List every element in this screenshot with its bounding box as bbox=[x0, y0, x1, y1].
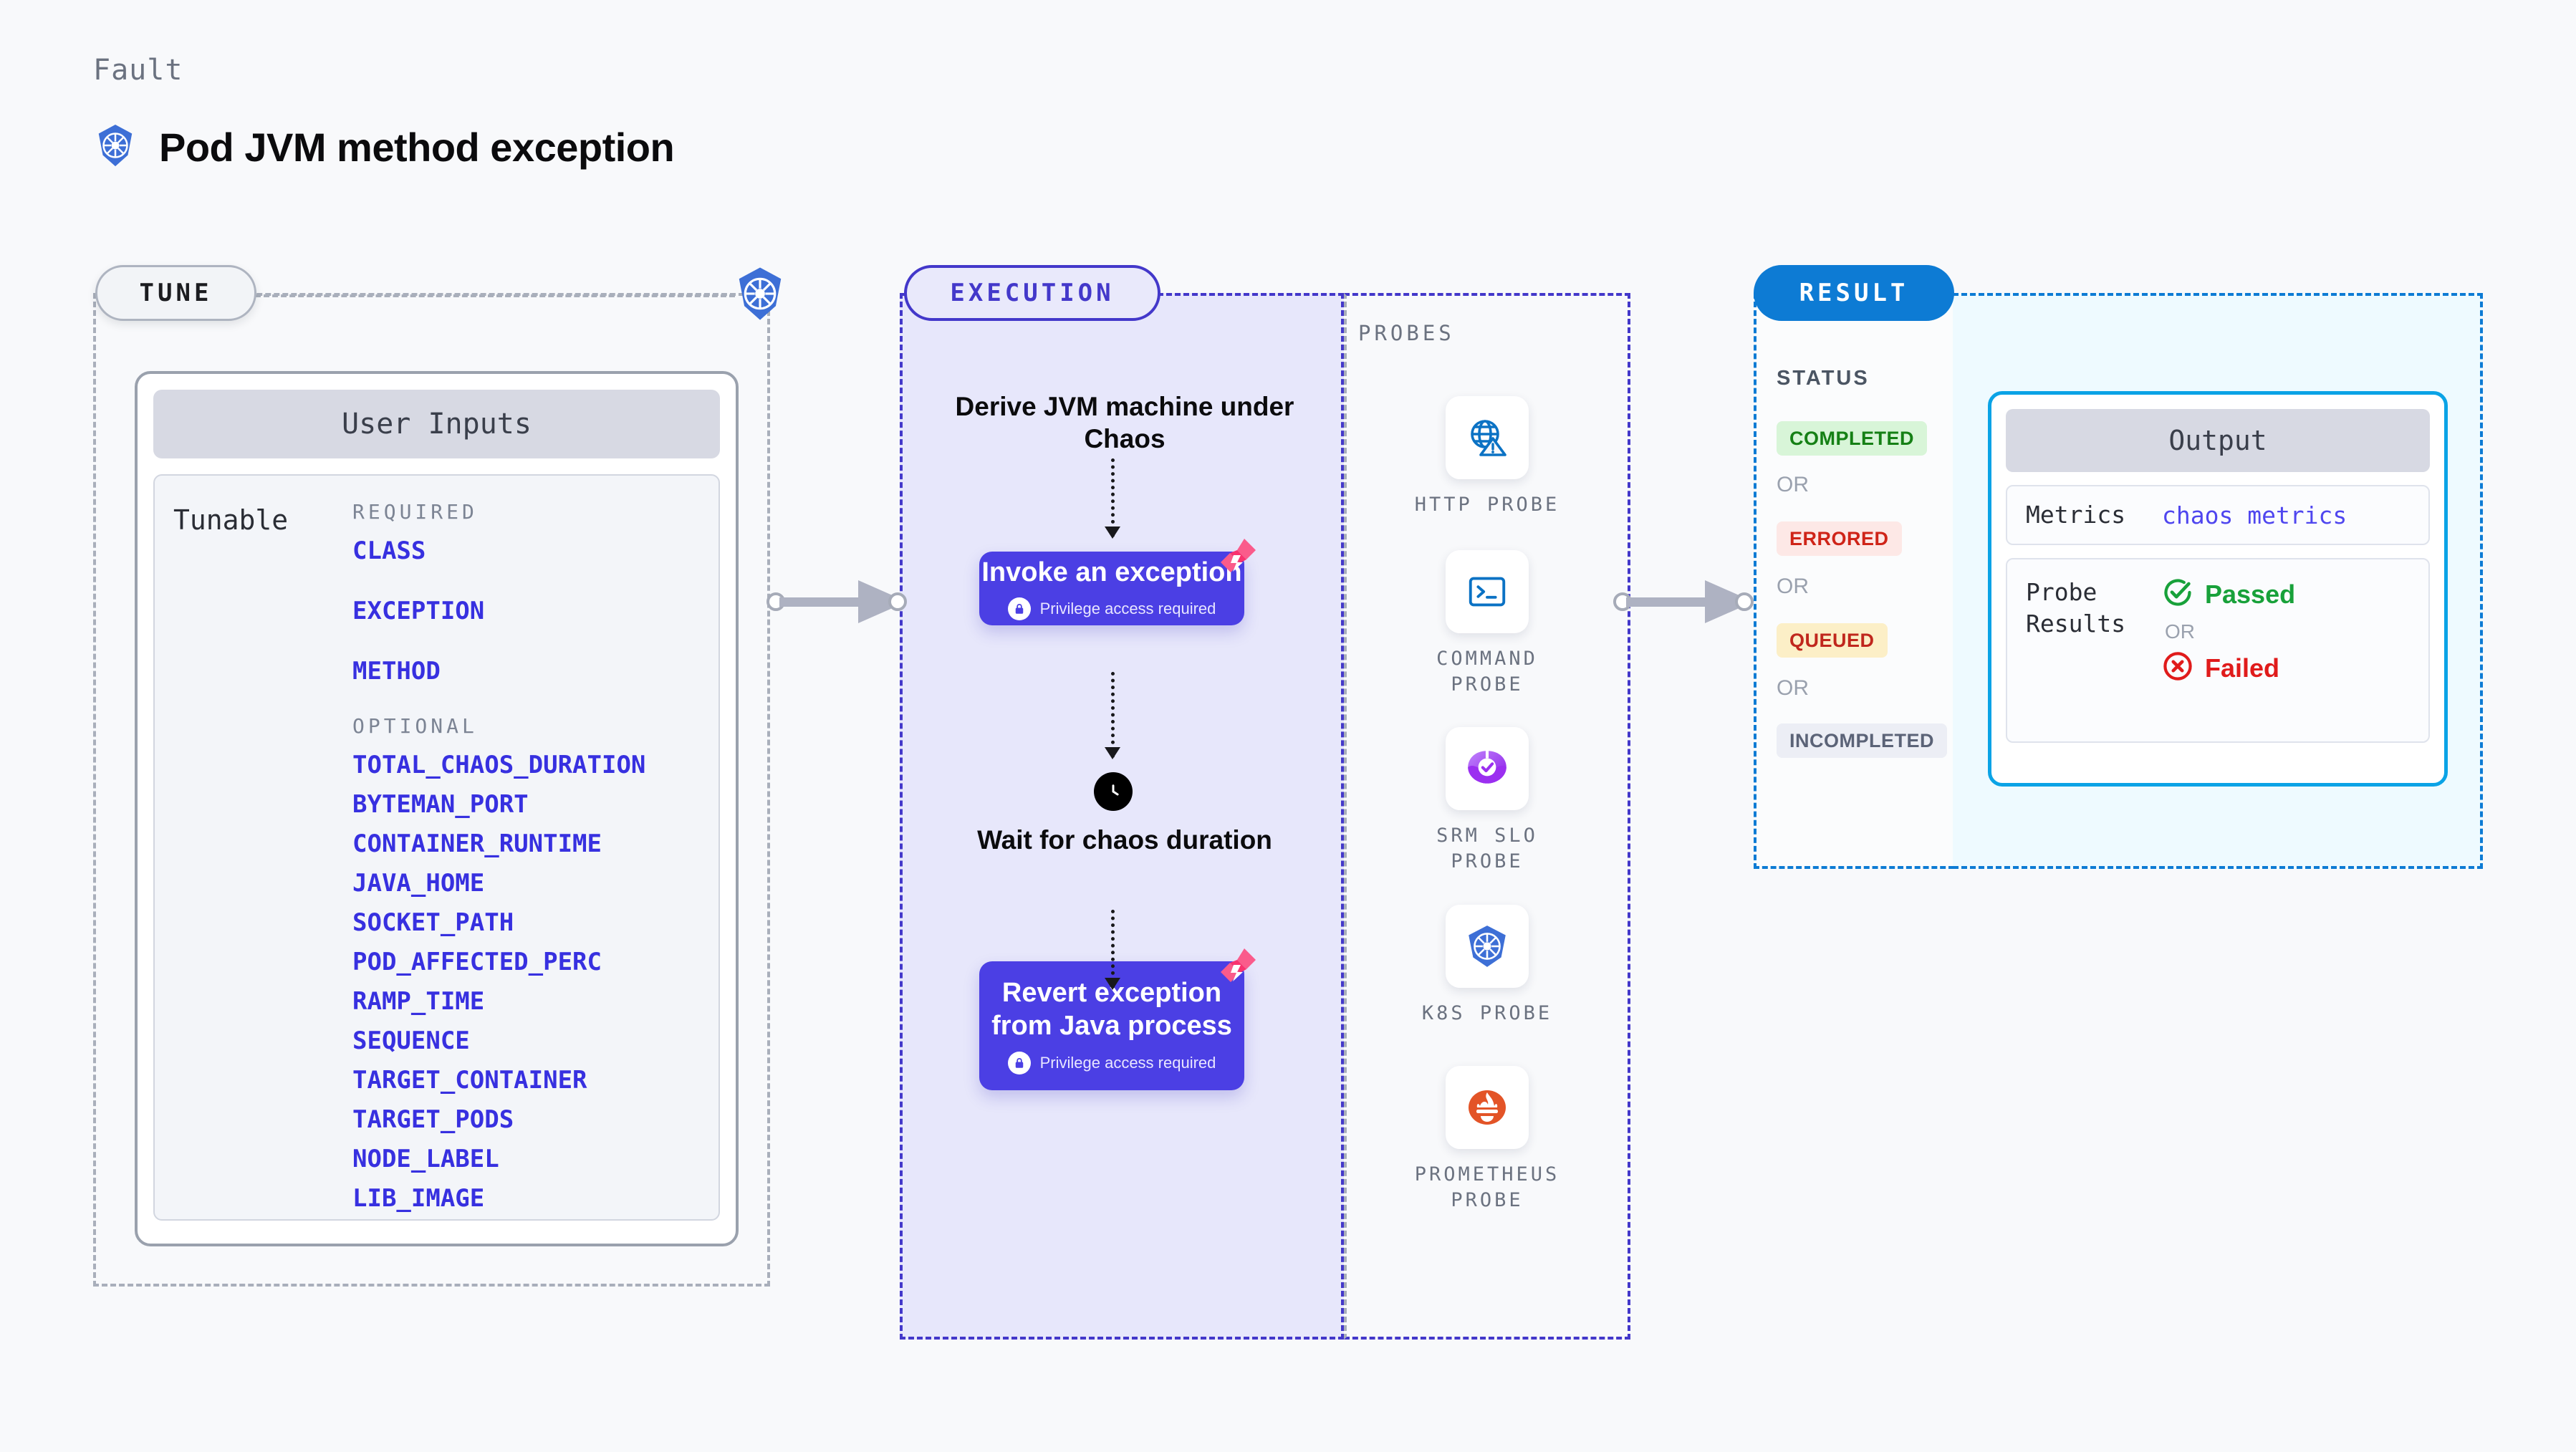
fault-kicker-label: Fault bbox=[93, 54, 183, 87]
x-circle-icon bbox=[2162, 650, 2193, 686]
page-title: Pod JVM method exception bbox=[159, 125, 675, 170]
status-badge-incompleted: INCOMPLETED bbox=[1777, 723, 1948, 758]
parameter-item[interactable]: TARGET_CONTAINER bbox=[352, 1066, 587, 1095]
user-inputs-header: User Inputs bbox=[153, 390, 720, 458]
status-or-label: OR bbox=[1777, 473, 1809, 496]
status-or-label: OR bbox=[1777, 676, 1809, 700]
probe-result-passed: Passed bbox=[2162, 577, 2295, 612]
litmus-icon bbox=[1216, 946, 1260, 990]
probe-result-failed: Failed bbox=[2162, 650, 2295, 686]
probe-item-k8s[interactable]: K8S PROBE bbox=[1401, 905, 1573, 1027]
check-circle-icon bbox=[2162, 577, 2193, 612]
connector-end-dot bbox=[1735, 592, 1754, 611]
probe-label: COMMAND PROBE bbox=[1436, 648, 1538, 696]
parameter-item[interactable]: CLASS bbox=[352, 537, 426, 565]
parameter-item[interactable]: BYTEMAN_PORT bbox=[352, 790, 529, 819]
execution-card-title: Invoke an exception bbox=[981, 557, 1242, 587]
flow-arrow-down-icon bbox=[1105, 458, 1120, 539]
probe-results-label: Probe Results bbox=[2026, 578, 2126, 638]
connector-tune-to-execution bbox=[766, 580, 907, 623]
status-badge-queued: QUEUED bbox=[1777, 623, 1888, 658]
srm-slo-icon bbox=[1446, 727, 1529, 810]
parameter-column: REQUIRED CLASS EXCEPTION METHOD OPTIONAL… bbox=[352, 497, 645, 1219]
parameter-item[interactable]: LIB_IMAGE bbox=[352, 1184, 485, 1213]
output-card-header: Output bbox=[2006, 409, 2430, 472]
lock-icon bbox=[1007, 597, 1031, 621]
privilege-note-text: Privilege access required bbox=[1039, 1053, 1216, 1072]
optional-group-label: OPTIONAL bbox=[352, 714, 478, 738]
stage-tab-result[interactable]: RESULT bbox=[1754, 265, 1954, 321]
probe-item-command[interactable]: COMMAND PROBE bbox=[1401, 550, 1573, 698]
tunable-label: Tunable bbox=[173, 504, 289, 536]
parameter-item[interactable]: SOCKET_PATH bbox=[352, 908, 514, 937]
metrics-value[interactable]: chaos metrics bbox=[2162, 501, 2347, 529]
clock-icon bbox=[1094, 772, 1133, 811]
stage-tab-execution[interactable]: EXECUTION bbox=[904, 265, 1160, 321]
probe-results-values: Passed OR Failed bbox=[2162, 577, 2295, 724]
parameter-item[interactable]: METHOD bbox=[352, 657, 441, 686]
probe-result-failed-label: Failed bbox=[2205, 653, 2280, 683]
parameter-item[interactable]: POD_AFFECTED_PERC bbox=[352, 948, 602, 976]
required-group-label: REQUIRED bbox=[352, 500, 478, 524]
probe-item-prometheus[interactable]: PROMETHEUS PROBE bbox=[1401, 1066, 1573, 1214]
metrics-row: Metrics chaos metrics bbox=[2006, 485, 2430, 545]
probe-result-passed-label: Passed bbox=[2205, 579, 2296, 609]
execution-step-derive: Derive JVM machine under Chaos bbox=[955, 392, 1294, 454]
litmus-icon bbox=[1216, 536, 1260, 580]
lock-icon bbox=[1007, 1051, 1031, 1074]
probes-section-label: PROBES bbox=[1358, 321, 1455, 345]
connector-shaft bbox=[1626, 597, 1712, 607]
parameter-item[interactable]: EXCEPTION bbox=[352, 597, 485, 625]
status-badge-errored: ERRORED bbox=[1777, 521, 1902, 556]
execution-step-wait: Wait for chaos duration bbox=[977, 825, 1272, 855]
privilege-note-row: Privilege access required bbox=[1007, 1051, 1216, 1074]
required-parameter-list: CLASS EXCEPTION METHOD bbox=[352, 537, 645, 686]
probe-label: PROMETHEUS PROBE bbox=[1414, 1163, 1560, 1212]
execution-card-invoke-exception[interactable]: Invoke an exception Privilege access req… bbox=[979, 539, 1256, 625]
globe-warning-icon bbox=[1446, 396, 1529, 479]
stage-tab-tune[interactable]: TUNE bbox=[95, 265, 256, 321]
tunable-box: Tunable REQUIRED CLASS EXCEPTION METHOD … bbox=[153, 474, 720, 1221]
probe-label: HTTP PROBE bbox=[1414, 494, 1560, 516]
parameter-item[interactable]: CONTAINER_RUNTIME bbox=[352, 830, 602, 858]
probe-results-row: Probe Results Passed OR bbox=[2006, 558, 2430, 743]
privilege-note-text: Privilege access required bbox=[1039, 600, 1216, 618]
user-inputs-card: User Inputs Tunable REQUIRED CLASS EXCEP… bbox=[135, 371, 739, 1246]
connector-execution-to-result bbox=[1613, 580, 1754, 623]
parameter-item[interactable]: JAVA_HOME bbox=[352, 869, 485, 898]
probe-item-http[interactable]: HTTP PROBE bbox=[1401, 396, 1573, 518]
page-title-row: Pod JVM method exception bbox=[93, 123, 675, 171]
probe-result-or-label: OR bbox=[2165, 620, 2195, 643]
prometheus-icon bbox=[1446, 1066, 1529, 1149]
parameter-item[interactable]: TOTAL_CHAOS_DURATION bbox=[352, 751, 646, 779]
kubernetes-icon bbox=[1446, 905, 1529, 988]
status-or-label: OR bbox=[1777, 574, 1809, 598]
parameter-item[interactable]: NODE_LABEL bbox=[352, 1145, 499, 1173]
status-section-label: STATUS bbox=[1777, 367, 1870, 390]
flow-arrow-down-icon bbox=[1105, 672, 1120, 759]
metrics-label: Metrics bbox=[2026, 501, 2126, 529]
terminal-icon bbox=[1446, 550, 1529, 633]
parameter-item[interactable]: TARGET_PODS bbox=[352, 1105, 514, 1134]
output-card: Output Metrics chaos metrics Probe Resul… bbox=[1988, 391, 2448, 787]
parameter-item[interactable]: RAMP_TIME bbox=[352, 987, 485, 1016]
kubernetes-icon bbox=[93, 123, 138, 171]
connector-end-dot bbox=[888, 592, 907, 611]
probe-label: K8S PROBE bbox=[1421, 1002, 1553, 1024]
tune-leader-line bbox=[255, 294, 735, 297]
connector-shaft bbox=[779, 597, 865, 607]
privilege-note-row: Privilege access required bbox=[1007, 597, 1216, 621]
status-badge-completed: COMPLETED bbox=[1777, 421, 1928, 456]
probe-label: SRM SLO PROBE bbox=[1436, 824, 1538, 873]
parameter-item[interactable]: SEQUENCE bbox=[352, 1027, 470, 1055]
optional-parameter-list: TOTAL_CHAOS_DURATION BYTEMAN_PORT CONTAI… bbox=[352, 751, 645, 1213]
flow-arrow-down-icon bbox=[1105, 910, 1120, 990]
probe-item-srm-slo[interactable]: SRM SLO PROBE bbox=[1401, 727, 1573, 875]
kubernetes-icon bbox=[732, 266, 788, 322]
